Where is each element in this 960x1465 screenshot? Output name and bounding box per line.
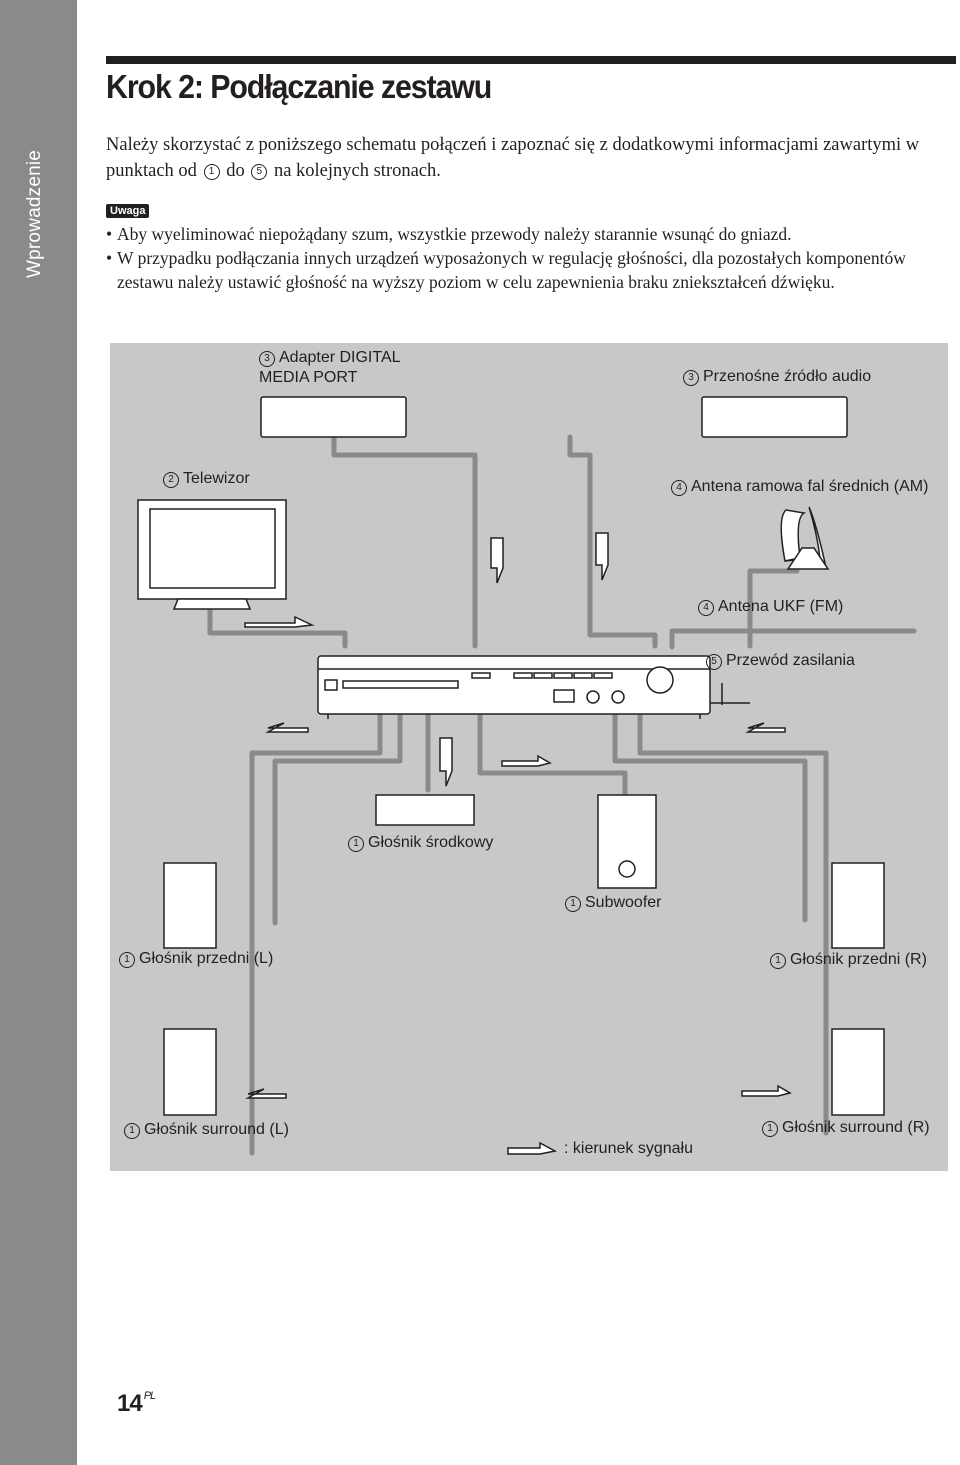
page-title: Krok 2: Podłączanie zestawu — [106, 68, 492, 105]
intro-text-2: do — [226, 161, 245, 181]
legend-label: : kierunek sygnału — [564, 1140, 693, 1157]
label-text: Przenośne źródło audio — [703, 368, 872, 385]
label-text: Antena UKF (FM) — [718, 598, 844, 615]
front-right-speaker-icon — [831, 862, 885, 949]
circled-number: 3 — [683, 370, 699, 386]
cable-fm — [669, 628, 917, 650]
label-text: Adapter DIGITAL — [279, 349, 401, 366]
cables — [207, 433, 917, 1156]
receiver-icon — [317, 655, 711, 719]
cable-surround-r — [637, 712, 829, 1136]
page-language-suffix: PL — [143, 1390, 157, 1402]
label-text: Głośnik przedni (L) — [139, 950, 274, 967]
circled-number: 1 — [124, 1123, 140, 1139]
circled-number: 3 — [259, 351, 275, 367]
cable-front-l — [272, 712, 403, 926]
cable-sub — [477, 712, 628, 796]
label-text: Subwoofer — [585, 894, 662, 911]
circled-number: 1 — [770, 953, 786, 969]
devices — [137, 396, 885, 1116]
power-plug-icon — [710, 683, 750, 705]
circled-number: 5 — [251, 164, 268, 180]
circled-number: 1 — [565, 896, 581, 912]
surround-left-speaker-icon — [163, 1028, 217, 1116]
circled-number: 1 — [203, 164, 220, 180]
cable-surround-l — [249, 712, 383, 1156]
am-antenna-icon — [780, 506, 830, 570]
cable-am — [747, 568, 800, 649]
intro-paragraph: Należy skorzystać z poniższego schematu … — [106, 132, 956, 184]
title-rule — [106, 56, 956, 64]
circled-number: 2 — [163, 472, 179, 488]
surround-right-speaker-icon — [831, 1028, 885, 1116]
portable-audio-icon — [701, 396, 848, 438]
circled-number: 1 — [348, 836, 364, 852]
arrow-icon — [501, 754, 552, 767]
circled-number: 4 — [698, 600, 714, 616]
legend-arrow-icon — [507, 1141, 558, 1155]
diagram-graphics — [137, 396, 917, 1156]
circled-number: 1 — [119, 952, 135, 968]
arrow-icon — [745, 722, 786, 733]
label-text: Głośnik środkowy — [368, 834, 494, 851]
arrow-icon — [595, 532, 609, 581]
tv-icon — [137, 499, 287, 610]
side-tab: Wprowadzenie — [0, 0, 77, 1465]
page-number-value: 14 — [117, 1390, 143, 1417]
center-speaker-icon — [375, 794, 475, 826]
cable-dmport — [331, 433, 478, 649]
arrow-icon — [741, 1084, 792, 1097]
subwoofer-icon — [597, 794, 657, 889]
front-left-speaker-icon — [163, 862, 217, 949]
dmport-adapter-icon — [260, 396, 407, 438]
note-item: W przypadku podłączania innych urządzeń … — [106, 246, 956, 294]
note-badge: Uwaga — [106, 204, 150, 218]
intro-text-3: na kolejnych stronach. — [273, 161, 441, 181]
intro-text-1: Należy skorzystać z poniższego schematu … — [106, 135, 920, 181]
arrow-icon — [244, 615, 315, 628]
label-text: Głośnik przedni (R) — [790, 951, 927, 968]
label-text: Głośnik surround (R) — [782, 1119, 930, 1136]
circled-number: 1 — [762, 1121, 778, 1137]
arrow-icon — [490, 537, 504, 584]
label-text: Głośnik surround (L) — [144, 1121, 289, 1138]
label-text: Antena ramowa fal średnich (AM) — [691, 478, 929, 495]
arrow-icon — [265, 722, 309, 733]
label-text: Przewód zasilania — [726, 652, 855, 669]
circled-number: 4 — [671, 480, 687, 496]
arrow-icon — [245, 1088, 287, 1099]
side-tab-label: Wprowadzenie — [24, 149, 45, 278]
arrow-icon — [439, 737, 453, 787]
arrows — [244, 532, 792, 1155]
cable-portable — [567, 434, 658, 649]
circled-number: 5 — [706, 654, 722, 670]
cable-tv — [207, 605, 348, 649]
note-list: Aby wyeliminować niepożądany szum, wszys… — [106, 222, 956, 294]
label-text: MEDIA PORT — [259, 369, 358, 386]
cable-front-r — [612, 712, 808, 923]
label-text: Telewizor — [183, 470, 250, 487]
note-item: Aby wyeliminować niepożądany szum, wszys… — [106, 222, 956, 246]
